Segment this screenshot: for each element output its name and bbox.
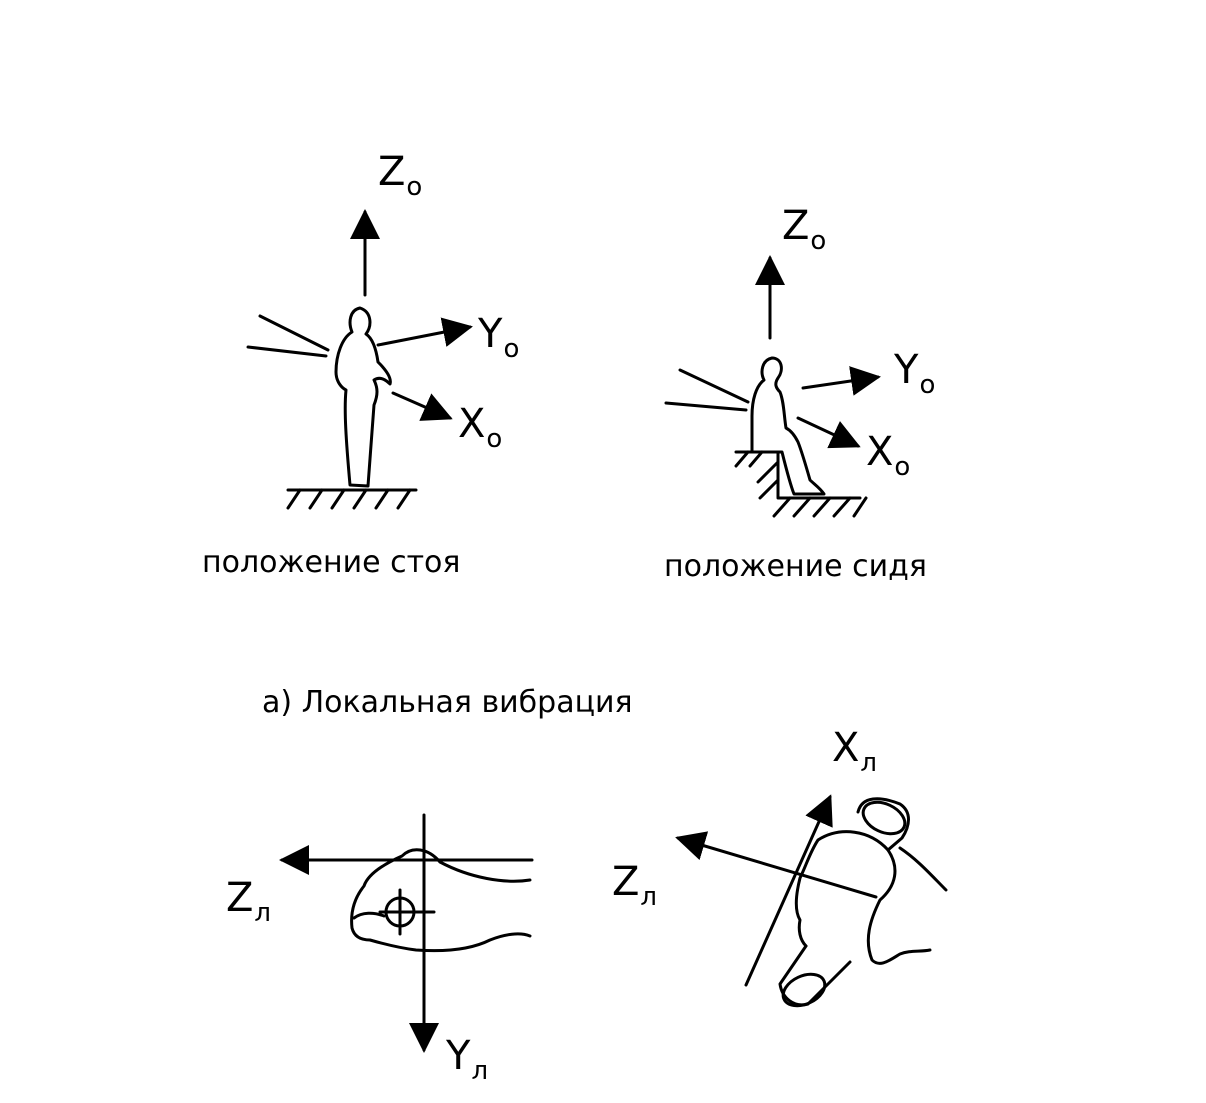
hand-front-z-subscript: л [254, 898, 272, 928]
sitting-y-label: Yo [894, 350, 935, 398]
standing-vibration-line-2 [246, 345, 328, 358]
sitting-ground-hatch [772, 496, 868, 518]
standing-z-letter: Z [378, 149, 406, 195]
hand-front-z-letter: Z [226, 875, 254, 921]
standing-x-label: Xo [458, 404, 502, 452]
sitting-z-label: Zo [782, 206, 826, 254]
sitting-x-label: Xo [866, 432, 910, 480]
sitting-y-letter: Y [894, 347, 919, 393]
standing-x-letter: X [458, 401, 486, 447]
standing-x-subscript: o [486, 424, 503, 454]
hand-grip-x-subscript: л [860, 748, 878, 778]
sitting-x-arrow [796, 416, 861, 449]
hand-grip-z-subscript: л [640, 882, 658, 912]
sitting-person-silhouette [750, 356, 826, 496]
local-vibration-heading: а) Локальная вибрация [262, 685, 633, 720]
sitting-z-subscript: o [810, 226, 827, 256]
hand-front-y-label: Yл [446, 1036, 488, 1084]
hand-grip-group [675, 794, 948, 1008]
hand-front-y-subscript: л [471, 1056, 489, 1086]
sitting-y-arrow [801, 366, 881, 396]
hand-grip-x-label: Xл [832, 728, 877, 776]
standing-y-arrow [376, 317, 473, 347]
handle-upper [856, 797, 910, 852]
hand-front-group [279, 813, 534, 1053]
sitting-y-subscript: o [919, 370, 936, 400]
hand-front-thumb [352, 911, 386, 920]
hand-front-outline [350, 848, 532, 953]
standing-y-subscript: o [503, 334, 520, 364]
hand-grip-x-letter: X [832, 725, 860, 771]
sitting-vibration-line-2 [664, 401, 748, 412]
standing-x-arrow [391, 391, 453, 421]
sitting-x-subscript: o [894, 452, 911, 482]
standing-ground-hatch [286, 488, 412, 510]
handle-end-bottom [781, 972, 827, 1008]
sitting-vibration-line-1 [678, 368, 750, 404]
hand-grip-z-letter: Z [612, 859, 640, 905]
sitting-figure-group [664, 255, 881, 518]
sitting-seat-hatch [734, 450, 780, 500]
standing-z-subscript: o [406, 172, 423, 202]
hand-front-y-letter: Y [446, 1033, 471, 1079]
sitting-z-letter: Z [782, 203, 810, 249]
standing-figure-group [246, 209, 473, 510]
standing-vibration-line-1 [258, 314, 330, 352]
sitting-x-letter: X [866, 429, 894, 475]
standing-z-label: Zo [378, 152, 422, 200]
standing-person-silhouette [334, 306, 392, 488]
hand-grip-x-arrow [744, 794, 833, 987]
hand-grip-outline [794, 830, 948, 965]
hand-front-z-label: Zл [226, 878, 271, 926]
standing-caption: положение стоя [202, 545, 461, 580]
handle-end-top [861, 800, 907, 836]
hand-grip-z-arrow [675, 831, 878, 899]
sitting-caption: положение сидя [664, 549, 927, 584]
hand-grip-z-label: Zл [612, 862, 657, 910]
standing-y-letter: Y [478, 311, 503, 357]
standing-y-label: Yo [478, 314, 519, 362]
sitting-seat-outline [734, 450, 862, 500]
